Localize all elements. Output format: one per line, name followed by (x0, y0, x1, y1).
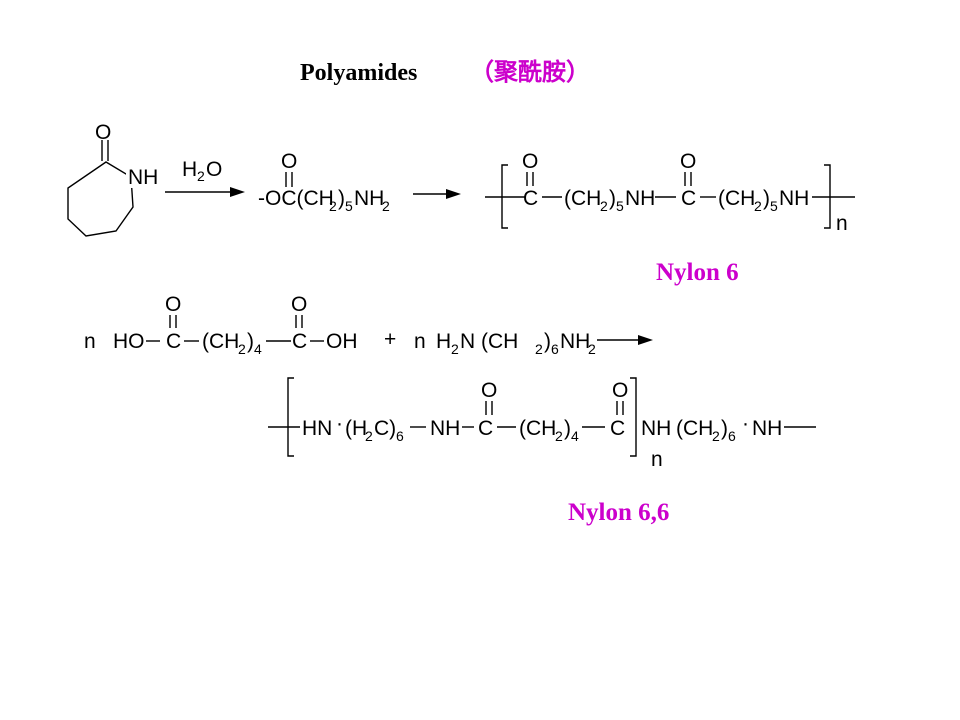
n66-carbon-1: C (478, 417, 493, 440)
n6-seg2-sub1: 2 (754, 198, 762, 214)
n66-h2c-sub1: 2 (365, 428, 373, 444)
n6-left-bracket (501, 164, 508, 229)
diamine-sub-3: 6 (551, 341, 559, 357)
nylon-66-polymer: HN · (H 2 C) 6 NH O C (CH 2 ) 4 O C NH (… (268, 377, 816, 471)
adipic-oxygen-2: O (291, 293, 307, 316)
intermediate-part-c: NH (354, 187, 384, 210)
nylon-6-label: Nylon 6 (656, 259, 739, 286)
n66-ch2-a: (CH (519, 417, 556, 440)
adipic-oxygen-1: O (165, 293, 181, 316)
n66-ch2b-sub1: 2 (712, 428, 720, 444)
adipic-ch2-a: (CH (202, 330, 239, 353)
nylon-6-polymer: O C (CH 2 ) 5 NH O C (CH 2 ) 5 NH n (485, 150, 855, 235)
title-chinese: （聚酰胺） (470, 58, 590, 86)
n6-seg-b: ) (609, 187, 616, 210)
diamine-structure: n H 2 N (CH 2 ) 6 NH 2 (414, 330, 596, 357)
n66-nh-2: NH (641, 417, 671, 440)
aminohexanoate-structure: O -OC(CH 2 ) 5 NH 2 (258, 150, 390, 214)
title-english: Polyamides (300, 60, 417, 86)
n66-h2c-sub2: 6 (396, 428, 404, 444)
n6-seg2-nh: NH (779, 187, 809, 210)
adipic-carbon-1: C (166, 330, 181, 353)
adipic-oh: OH (326, 330, 358, 353)
adipic-acid-structure: n HO O C (CH 2 ) 4 O C OH (84, 293, 358, 357)
n66-carbon-2: C (610, 417, 625, 440)
n6-seg-sub1: 2 (600, 198, 608, 214)
n66-left-bracket (287, 377, 294, 457)
n66-ch2-b: ) (564, 417, 571, 440)
reagent-h: H (182, 158, 197, 181)
n6-repeat-n: n (836, 212, 848, 235)
n6-seg-nh: NH (625, 187, 655, 210)
n6-carbon-1: C (523, 187, 538, 210)
intermediate-sub-1: 2 (329, 198, 337, 214)
diamine-part-c: ) (544, 330, 551, 353)
n66-h2c-a: (H (345, 417, 367, 440)
n66-ch2-sub2: 4 (571, 428, 579, 444)
diamine-sub-2: 2 (535, 341, 543, 357)
n6-seg-sub2: 5 (616, 198, 624, 214)
n6-seg2-b: ) (763, 187, 770, 210)
plus-sign: + (384, 328, 396, 351)
diamine-part-a: H (436, 330, 451, 353)
n6-seg2-a: (CH (718, 187, 755, 210)
intermediate-sub-3: 2 (382, 198, 390, 214)
diamine-part-b: N (CH (460, 330, 518, 353)
n66-ch2b-a: (CH (676, 417, 713, 440)
adipic-ho: HO (113, 330, 145, 353)
adipic-ch2-b: ) (247, 330, 254, 353)
n66-repeat-n: n (651, 448, 663, 471)
n66-dot-2: · (742, 412, 749, 435)
n6-seg2-sub2: 5 (770, 198, 778, 214)
page-title: Polyamides （聚酰胺） (300, 58, 590, 86)
nh-label-mask (126, 166, 160, 188)
n66-hn: HN (302, 417, 332, 440)
n6-carbon-2: C (681, 187, 696, 210)
n6-oxygen-1: O (522, 150, 538, 173)
nylon-66-label: Nylon 6,6 (568, 499, 669, 526)
n66-oxygen-2: O (612, 379, 628, 402)
caprolactam-structure: O NH (67, 121, 160, 237)
arrow-1-head (230, 187, 245, 197)
intermediate-sub-2: 5 (345, 198, 353, 214)
reagent-o: O (206, 158, 222, 181)
n6-oxygen-2: O (680, 150, 696, 173)
reaction-arrow-2 (413, 189, 461, 199)
intermediate-oxygen: O (281, 150, 297, 173)
caprolactam-ring (67, 161, 134, 237)
intermediate-part-a: -OC(CH (258, 187, 334, 210)
n66-ch2b-sub2: 6 (728, 428, 736, 444)
intermediate-part-b: ) (338, 187, 345, 210)
n6-right-bracket (824, 164, 831, 229)
reaction-arrow-3 (597, 335, 653, 345)
reagent-sub: 2 (197, 168, 205, 184)
n66-nh-3: NH (752, 417, 782, 440)
n66-h2c-b: C) (374, 417, 396, 440)
adipic-ch2-sub1: 2 (238, 341, 246, 357)
adipic-ch2-sub2: 4 (254, 341, 262, 357)
n66-oxygen-1: O (481, 379, 497, 402)
n66-dot-1: · (336, 412, 343, 435)
reaction-arrow-1: H 2 O (165, 158, 245, 197)
n66-nh-1: NH (430, 417, 460, 440)
adipic-carbon-2: C (292, 330, 307, 353)
diamine-sub-4: 2 (588, 341, 596, 357)
ring-carbonyl-oxygen: O (95, 121, 111, 144)
n66-ch2-sub1: 2 (555, 428, 563, 444)
arrow-3-head (638, 335, 653, 345)
arrow-2-head (446, 189, 461, 199)
n6-seg-a: (CH (564, 187, 601, 210)
coefficient-n-1: n (84, 330, 96, 353)
n66-right-bracket (630, 377, 637, 457)
diamine-sub-1: 2 (451, 341, 459, 357)
ring-nh: NH (128, 166, 158, 189)
diamine-part-d: NH (560, 330, 590, 353)
coefficient-n-2: n (414, 330, 426, 353)
n66-ch2b-b: ) (721, 417, 728, 440)
